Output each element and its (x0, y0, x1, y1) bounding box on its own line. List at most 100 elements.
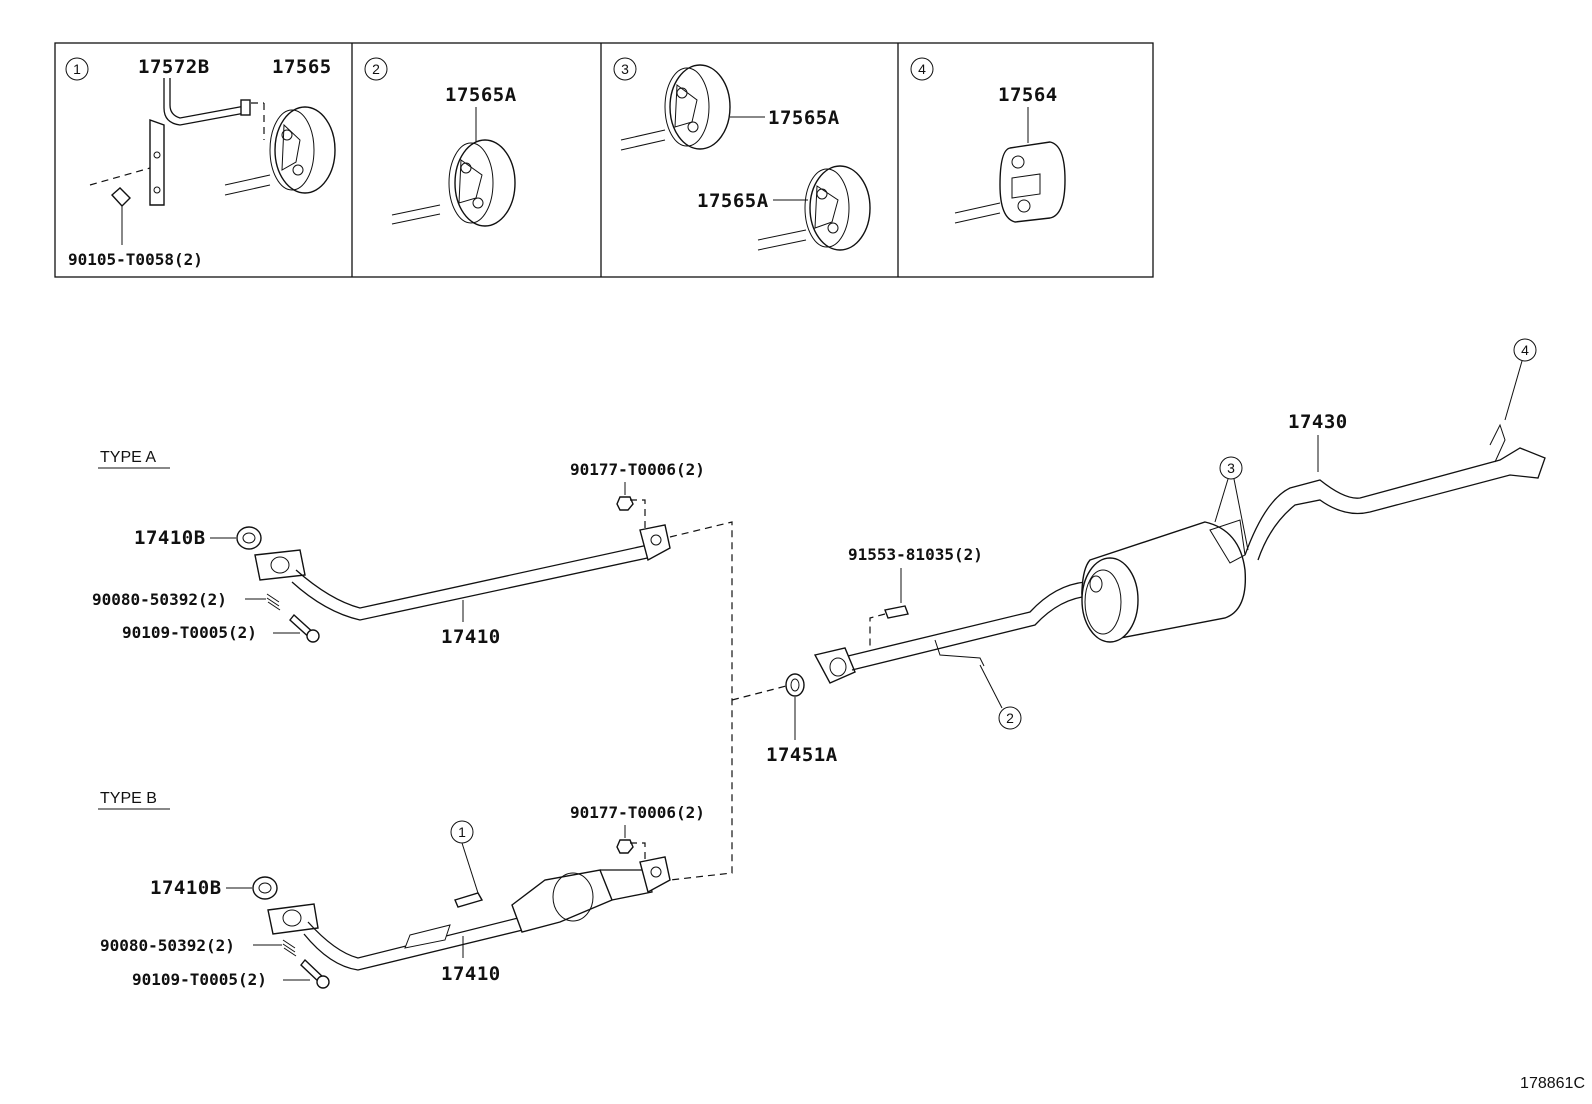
leader-line (979, 664, 1003, 709)
callout-number: 1 (458, 824, 466, 840)
rod-end (240, 99, 251, 116)
rear-assembly: 17451A 91553-81035(2) 2 3 17430 4 (766, 338, 1546, 766)
catalytic-converter (511, 869, 613, 933)
part-number-spring: 90080-50392(2) (92, 590, 227, 609)
hanger-hole (676, 87, 688, 99)
tail-pipe-bracket (1489, 423, 1506, 463)
type-b-label: TYPE B (100, 790, 157, 807)
rear-flange (639, 856, 671, 894)
rubber-hanger-face (804, 168, 850, 248)
part-number-gasket: 17451A (766, 744, 838, 766)
part-number-bolt: 91553-81035(2) (848, 545, 983, 564)
diagram-id: 178861C (1520, 1075, 1585, 1092)
flange-port (282, 909, 302, 927)
callout-circle (910, 57, 934, 81)
rubber-hanger-face (269, 109, 315, 191)
hanger-bracket-rod (169, 78, 246, 119)
hanger-hole (460, 162, 472, 174)
hanger-slot (814, 185, 839, 229)
front-flange (267, 903, 319, 935)
type-a-label: TYPE A (100, 449, 156, 466)
gasket-17410B (252, 876, 278, 900)
flange-nut (616, 496, 634, 511)
bracket-plate (149, 119, 165, 206)
rubber-hanger-17564 (999, 141, 1066, 223)
rubber-hanger-17565A-lower (809, 165, 871, 251)
callout-circle (364, 57, 388, 81)
assembly-line (869, 613, 886, 650)
hanger-hole (1017, 199, 1031, 213)
part-number-nut: 90177-T0006(2) (570, 803, 705, 822)
part-number-bolt: 90105-T0058(2) (68, 250, 203, 269)
hanger-bracket-rod (163, 78, 246, 126)
flange-nut (616, 839, 634, 854)
pipe-stub (224, 174, 271, 196)
type-b-assembly: TYPE B 1 90177-T0006(2) 17410B 90080-503… (98, 790, 705, 989)
flange-port (829, 657, 847, 677)
callout-circle (65, 57, 89, 81)
hanger-hole (687, 121, 699, 133)
leader-line (1504, 360, 1523, 421)
gasket-hole (242, 532, 256, 544)
part-number-spring: 90080-50392(2) (100, 936, 235, 955)
callout-circle (1219, 456, 1243, 480)
callout-number: 2 (372, 61, 380, 77)
pipe-bracket (934, 639, 985, 667)
detail-panels: 1 17572B 17565 90105-T0058(2) (54, 42, 1154, 278)
callout-number: 1 (73, 61, 81, 77)
gasket-17410B (236, 526, 262, 550)
part-number-bolt: 90109-T0005(2) (122, 623, 257, 642)
part-number-pipe: 17410 (441, 626, 501, 648)
hanger-hole (827, 222, 839, 234)
part-number-hanger: 17565A (445, 84, 517, 106)
callout-circle (1513, 338, 1537, 362)
pipe-stub (757, 229, 807, 251)
callout-number: 2 (1006, 710, 1014, 726)
hanger-slot (1011, 173, 1041, 199)
detail-panel-4: 4 17564 (910, 57, 1066, 224)
part-number-hanger: 17564 (998, 84, 1058, 106)
bolt-head (111, 187, 131, 208)
converter-shell (552, 872, 594, 922)
bracket-hole (153, 151, 161, 159)
flange-port (650, 534, 662, 546)
assembly-line (669, 521, 733, 881)
front-pipe-edge (303, 926, 536, 971)
part-number-hanger: 17565 (272, 56, 332, 78)
callout-number: 4 (1521, 342, 1529, 358)
compression-spring (282, 939, 297, 957)
compression-spring (266, 593, 281, 611)
part-number-gasket: 17410B (150, 877, 222, 899)
pipe-stub (620, 129, 666, 151)
front-flange (254, 549, 306, 581)
assembly-line (731, 684, 791, 701)
part-number-pipe: 17410 (441, 963, 501, 985)
center-pipe-edge (851, 595, 1091, 671)
part-number-hanger: 17565A (697, 190, 769, 212)
rubber-hanger-17565 (274, 106, 336, 194)
muffler-bracket (1209, 519, 1246, 564)
type-a-assembly: TYPE A 90177-T0006(2) 17410B 90080-50392… (92, 449, 705, 648)
detail-panel-3: 3 17565A 17565A (613, 57, 871, 251)
pipe-stub (391, 204, 441, 225)
hanger-hole (816, 188, 828, 200)
callout-circle (613, 57, 637, 81)
assembly-line (630, 499, 646, 530)
part-number-bolt: 90109-T0005(2) (132, 970, 267, 989)
heat-shield (404, 924, 451, 949)
part-number-bracket: 17572B (138, 56, 210, 78)
flange-port (270, 556, 290, 574)
bracket-hole (153, 186, 161, 194)
rubber-hanger-17565A (454, 139, 516, 227)
callout-number: 3 (621, 61, 629, 77)
rubber-hanger-face (664, 67, 710, 147)
leader-line (1214, 478, 1229, 523)
callout-circle (998, 706, 1022, 730)
detail-panel-2: 2 17565A (364, 57, 517, 227)
assembly-line (89, 167, 151, 186)
hanger-hole (292, 164, 304, 176)
leader-line (461, 842, 479, 894)
muffler-end-rim (1084, 569, 1122, 635)
rubber-hanger-face (448, 142, 494, 224)
center-pipe-edge (847, 581, 1086, 657)
